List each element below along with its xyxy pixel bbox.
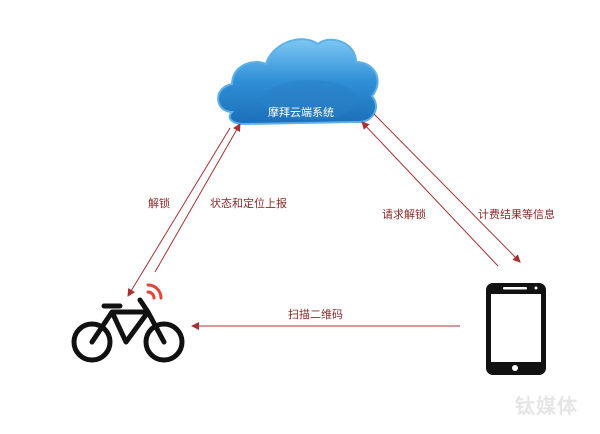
signal-icon [146,283,163,300]
label-unlock: 解锁 [148,197,170,210]
phone-icon [486,283,546,375]
arrow-unlock [127,127,231,297]
watermark: 钛媒体 [515,394,578,418]
label-scan-qr: 扫描二维码 [288,308,343,321]
arrow-status-report [154,123,241,273]
cloud-label: 摩拜云端系统 [268,106,334,119]
arrow-request-unlock [361,121,499,267]
arrow-billing-info [373,113,521,263]
cloud-icon [217,38,379,126]
label-status-report: 状态和定位上报 [210,197,287,210]
label-request-unlock: 请求解锁 [382,208,426,221]
bike-icon [71,297,185,363]
label-billing-info: 计费结果等信息 [478,208,555,221]
